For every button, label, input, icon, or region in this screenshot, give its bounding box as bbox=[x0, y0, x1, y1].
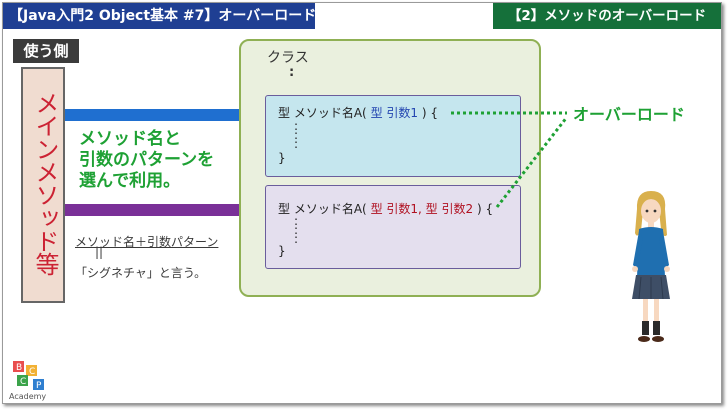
method-2-end: } bbox=[278, 244, 286, 258]
overload-connector bbox=[451, 111, 569, 208]
method-2-type: 型 bbox=[278, 202, 291, 216]
method-1-dot-1: : bbox=[294, 119, 299, 133]
method-1-type: 型 bbox=[278, 106, 291, 120]
method-1-close: ) { bbox=[421, 106, 438, 120]
section-title: 【2】メソッドのオーバーロード bbox=[493, 3, 721, 29]
signature-formula: メソッド名＋引数パターン bbox=[75, 235, 219, 249]
purple-arrow bbox=[65, 196, 263, 224]
class-colon: : bbox=[289, 65, 295, 80]
bcp-logo: B C C P bbox=[13, 361, 44, 391]
method-2-dot-1: : bbox=[294, 214, 299, 228]
method-2-arg-1: 型 引数1, bbox=[370, 202, 422, 216]
caller-tag: 使う側 bbox=[13, 39, 79, 63]
girl-character-illustration bbox=[632, 191, 670, 342]
method-1-signature: 型 メソッド名A( 型 引数1 ) { bbox=[278, 104, 438, 121]
svg-text:P: P bbox=[36, 381, 42, 391]
method-2-name: メソッド名A( bbox=[293, 202, 367, 216]
method-2-signature: 型 メソッド名A( 型 引数1, 型 引数2 ) { bbox=[278, 200, 493, 217]
blue-arrow bbox=[65, 101, 263, 129]
slide: 【Java入門2 Object基本 #7】オーバーロード 【2】メソッドのオーバ… bbox=[2, 2, 722, 404]
logo-text: Academy bbox=[9, 392, 47, 401]
method-2-body: : : : bbox=[294, 214, 299, 246]
method-1-name: メソッド名A( bbox=[293, 106, 367, 120]
slide-title: 【Java入門2 Object基本 #7】オーバーロード bbox=[3, 3, 316, 29]
overload-label: オーバーロード bbox=[573, 105, 685, 124]
explanation-line-2: 引数のパターンを bbox=[79, 150, 215, 170]
method-1-body: : : : bbox=[294, 119, 299, 151]
caller-label: メインメソッド等 bbox=[31, 91, 59, 275]
signature-equals: || bbox=[95, 245, 104, 259]
method-2-close: ) { bbox=[476, 202, 494, 216]
svg-text:C: C bbox=[29, 367, 35, 377]
method-2-dot-3: : bbox=[294, 232, 299, 246]
explanation-line-3: 選んで利用。 bbox=[79, 171, 181, 191]
signature-note: 「シグネチャ」と言う。 bbox=[75, 266, 207, 280]
method-1-dot-3: : bbox=[294, 137, 299, 151]
method-box-1: 型 メソッド名A( 型 引数1 ) { : : : } bbox=[265, 95, 521, 177]
method-1-end: } bbox=[278, 151, 286, 165]
method-1-arg: 型 引数1 bbox=[370, 106, 419, 120]
svg-text:B: B bbox=[16, 363, 22, 373]
caller-box: メインメソッド等 bbox=[21, 67, 65, 303]
method-1-dot-2: : bbox=[294, 128, 299, 142]
method-box-2: 型 メソッド名A( 型 引数1, 型 引数2 ) { : : : } bbox=[265, 185, 521, 269]
svg-text:C: C bbox=[20, 377, 26, 387]
explanation-text: メソッド名と 引数のパターンを 選んで利用。 bbox=[79, 129, 214, 192]
explanation-line-1: メソッド名と bbox=[79, 129, 181, 149]
method-2-arg-2: 型 引数2 bbox=[425, 202, 474, 216]
method-2-dot-2: : bbox=[294, 223, 299, 237]
class-title: クラス bbox=[267, 50, 309, 66]
